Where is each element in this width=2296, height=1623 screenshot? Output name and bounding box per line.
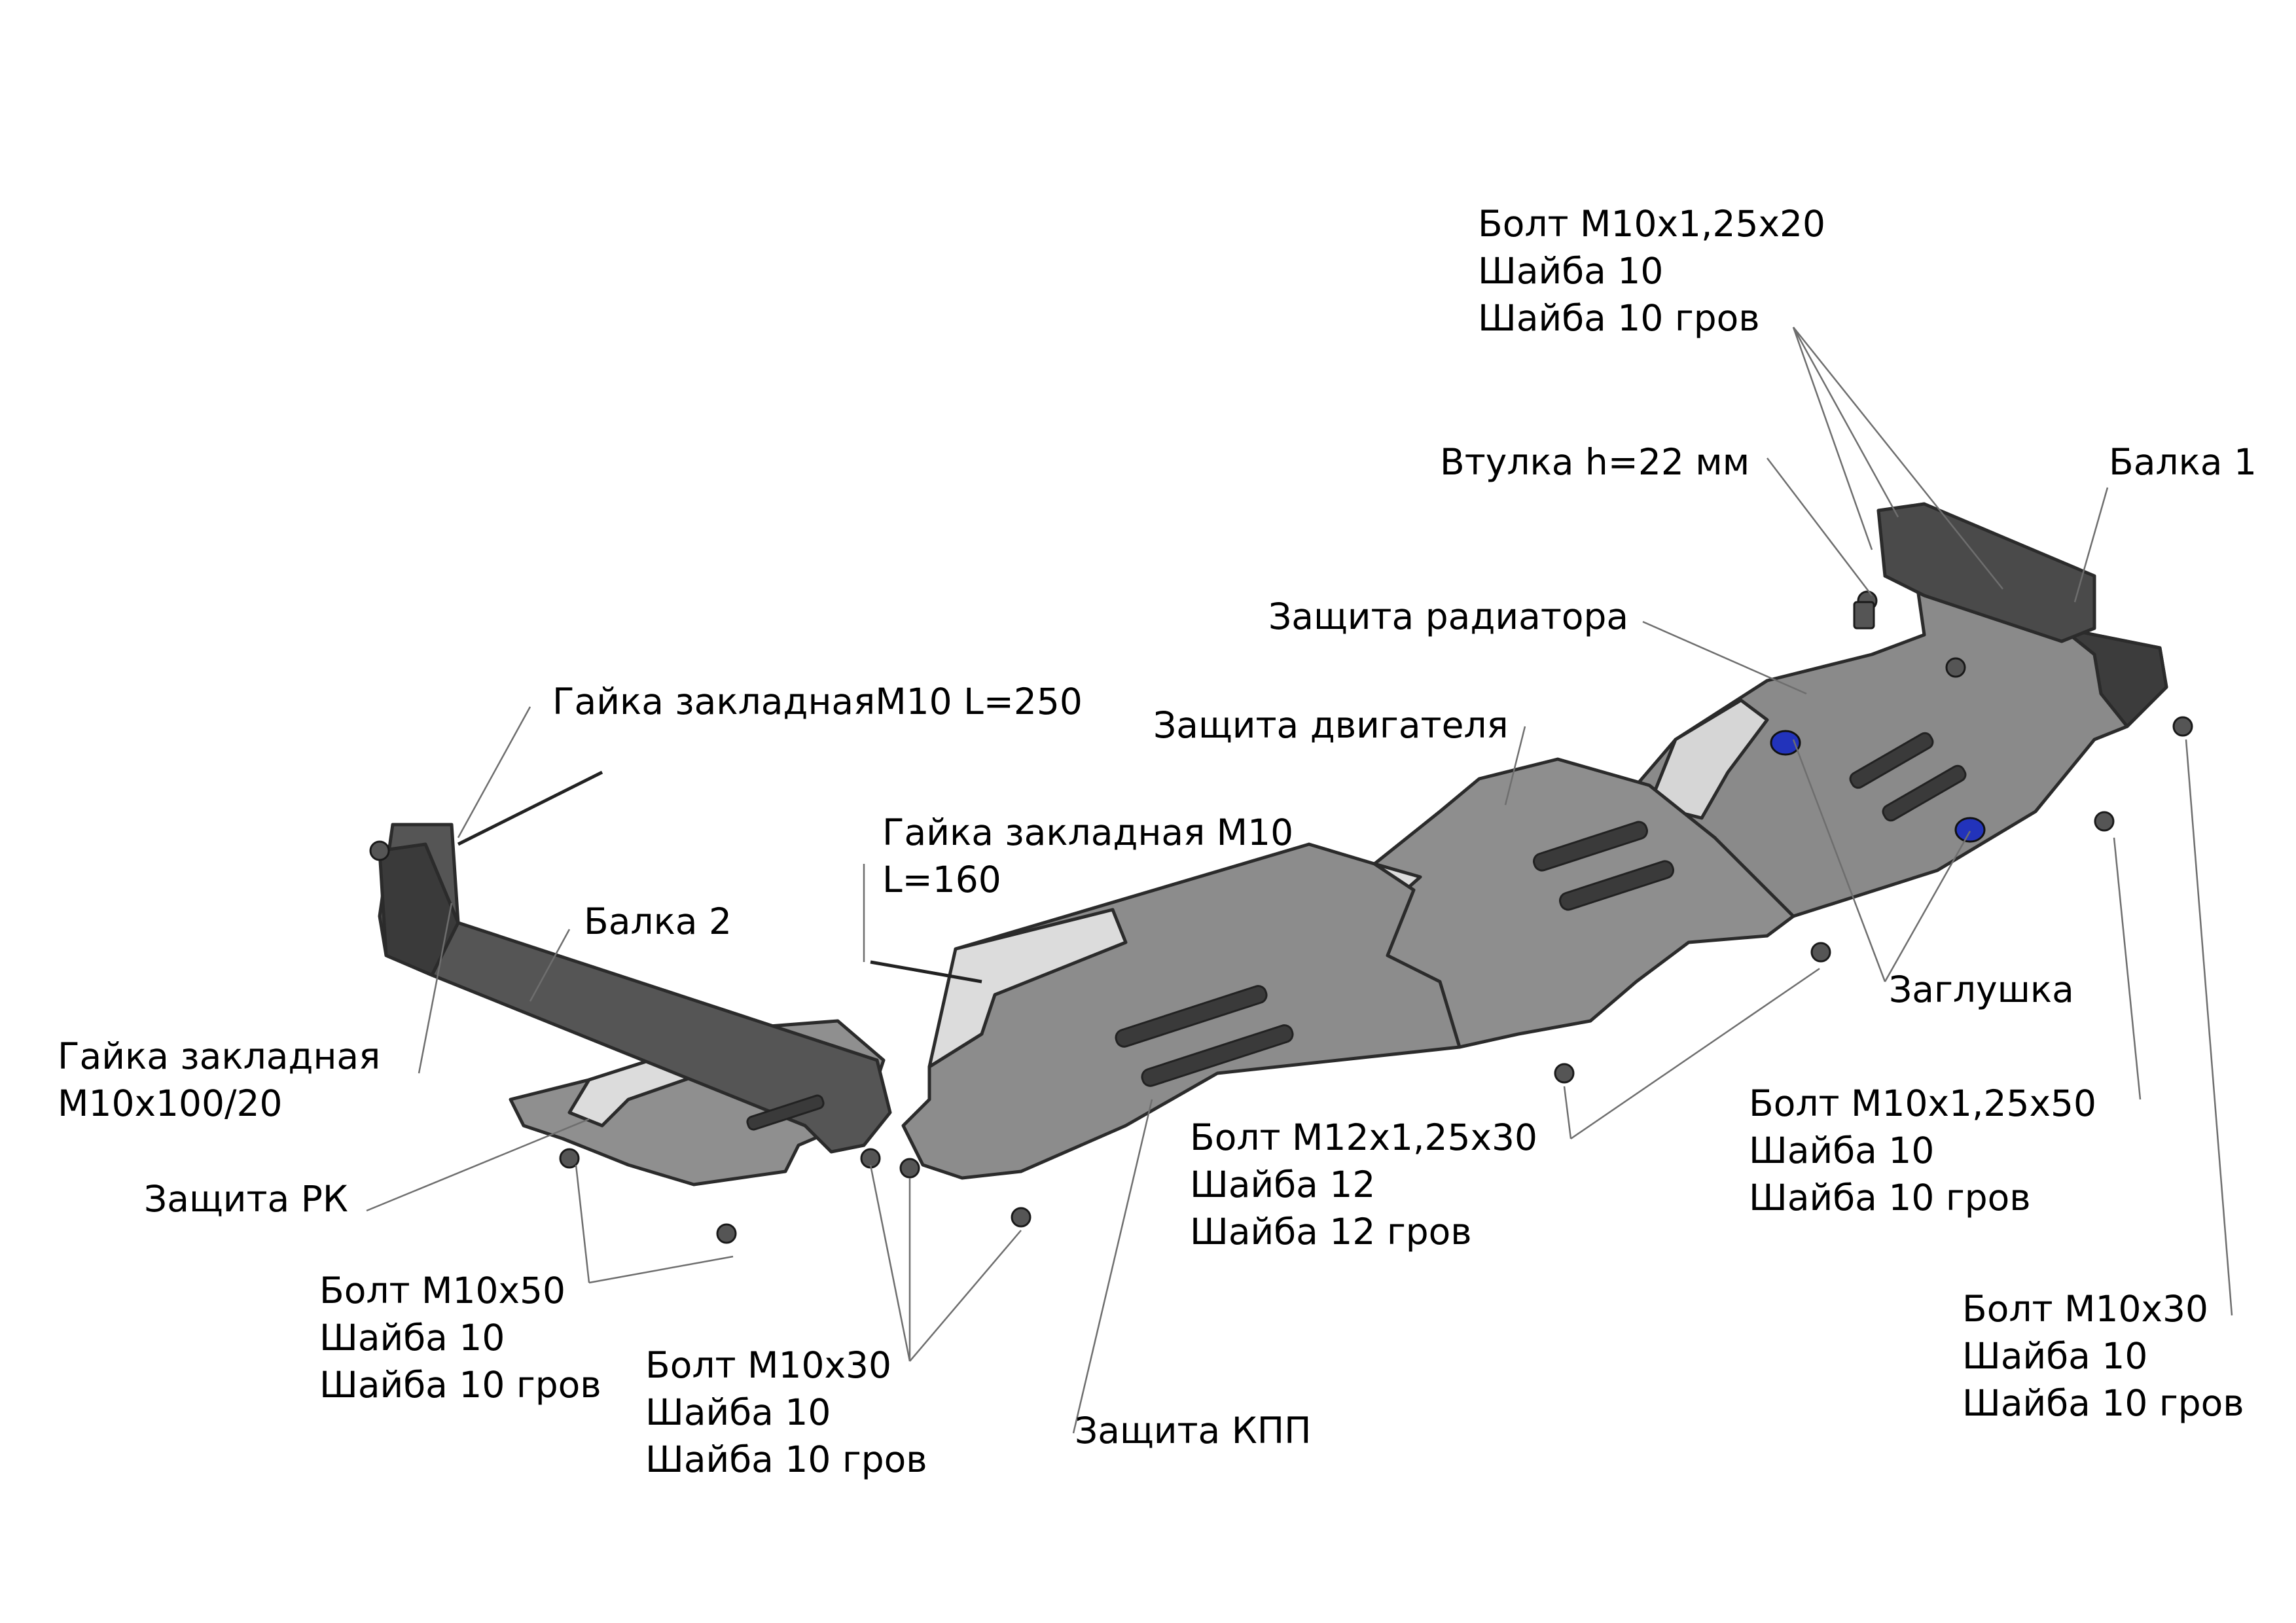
label-line: Болт М10х30: [645, 1344, 892, 1386]
label-line: Шайба 10: [1962, 1335, 2148, 1377]
label-line: Защита двигателя: [1153, 704, 1509, 746]
label-nut-m10-l250: Гайка закладнаяМ10 L=250: [552, 678, 1083, 725]
blue-plugs: [1770, 730, 1986, 843]
label-line: Шайба 12 гров: [1190, 1211, 1472, 1253]
fasteners: [369, 590, 2193, 1244]
label-beam2: Балка 2: [584, 898, 732, 945]
label-line: Шайба 10: [319, 1317, 505, 1359]
label-line: Гайка закладная: [58, 1035, 381, 1077]
label-line: Шайба 10 гров: [1478, 297, 1760, 339]
label-bolt-m10x30-right: Болт М10х30 Шайба 10 Шайба 10 гров: [1962, 1285, 2244, 1427]
label-line: L=160: [882, 859, 1001, 901]
label-line: Втулка h=22 мм: [1440, 441, 1750, 483]
label-line: Шайба 10 гров: [645, 1438, 927, 1480]
label-line: Шайба 10 гров: [1749, 1177, 2031, 1219]
label-nut-m10x100: Гайка закладная М10х100/20: [58, 1033, 380, 1127]
label-line: Шайба 10 гров: [1962, 1382, 2244, 1424]
label-line: Защита радиатора: [1268, 596, 1629, 637]
label-line: Балка 1: [2109, 441, 2257, 483]
label-line: Защита РК: [144, 1178, 348, 1220]
label-nut-m10-l160: Гайка закладная М10 L=160: [882, 809, 1293, 903]
label-engine-guard: Защита двигателя: [1153, 702, 1509, 749]
label-bolt-m10x30-mid: Болт М10х30 Шайба 10 Шайба 10 гров: [645, 1342, 927, 1483]
label-transfer-guard: Защита РК: [144, 1175, 348, 1222]
label-line: Болт М12х1,25х30: [1190, 1116, 1538, 1158]
label-bolt-top-right: Болт М10х1,25х20 Шайба 10 Шайба 10 гров: [1478, 200, 1825, 342]
label-line: Шайба 10: [645, 1391, 831, 1433]
label-line: Шайба 10: [1749, 1130, 1935, 1171]
label-line: Болт М10х1,25х50: [1749, 1082, 2097, 1124]
label-bushing: Втулка h=22 мм: [1440, 438, 1749, 486]
label-line: Гайка закладная М10: [882, 812, 1294, 853]
nut-rods: [457, 770, 982, 984]
label-line: Болт М10х30: [1962, 1288, 2209, 1330]
label-radiator-guard: Защита радиатора: [1268, 593, 1628, 640]
beam1-plate: [1876, 502, 2096, 643]
label-line: М10х100/20: [58, 1082, 283, 1124]
label-line: Болт М10х50: [319, 1270, 566, 1311]
label-line: Заглушка: [1889, 969, 2074, 1010]
label-line: Шайба 12: [1190, 1164, 1376, 1205]
label-line: Балка 2: [584, 901, 732, 942]
label-line: Шайба 10 гров: [319, 1364, 601, 1406]
leader-lines: [366, 327, 2233, 1434]
label-line: Болт М10х1,25х20: [1478, 203, 1826, 245]
beam2-plate: [378, 823, 892, 1154]
label-line: Гайка закладнаяМ10 L=250: [552, 681, 1083, 722]
slots: [746, 732, 1967, 1131]
label-line: Шайба 10: [1478, 250, 1664, 292]
label-beam1: Балка 1: [2109, 438, 2257, 486]
label-bolt-m10x50: Болт М10х50 Шайба 10 Шайба 10 гров: [319, 1267, 601, 1408]
label-bolt-m12: Болт М12х1,25х30 Шайба 12 Шайба 12 гров: [1190, 1114, 1537, 1255]
label-plug: Заглушка: [1889, 966, 2074, 1013]
label-bolt-m10x125x50: Болт М10х1,25х50 Шайба 10 Шайба 10 гров: [1749, 1080, 2096, 1221]
label-line: Защита КПП: [1075, 1410, 1312, 1452]
label-gearbox-guard: Защита КПП: [1075, 1407, 1312, 1454]
